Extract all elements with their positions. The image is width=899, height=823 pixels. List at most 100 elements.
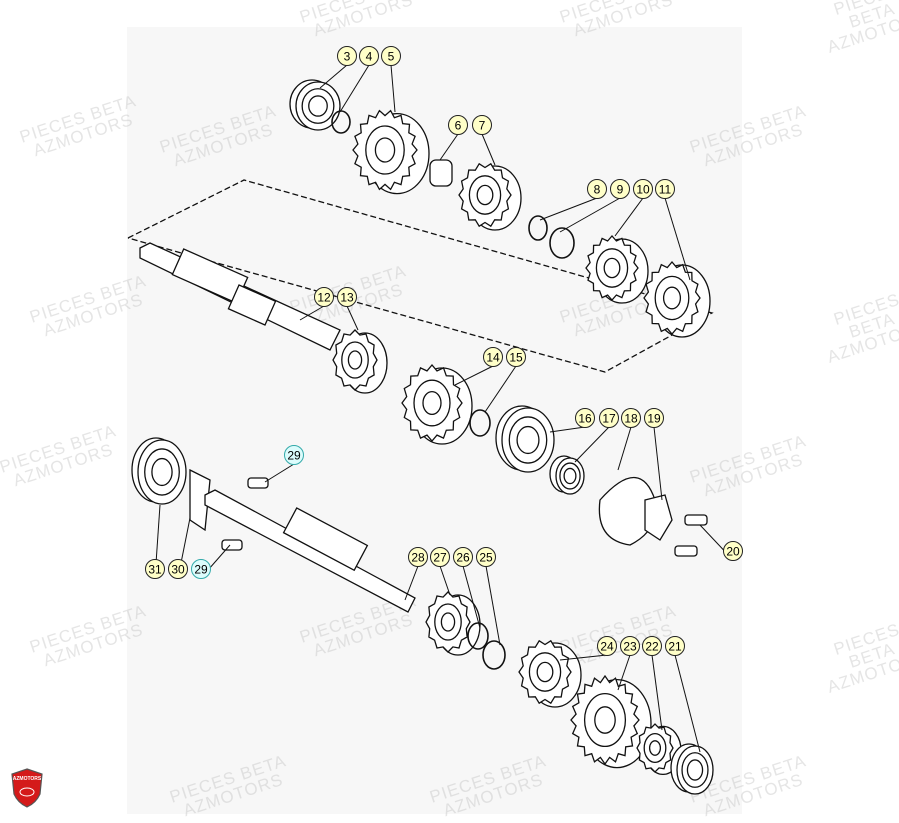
callout-circle xyxy=(191,559,211,579)
dashed-shaft-outline xyxy=(127,179,714,373)
callout-22[interactable]: 22 xyxy=(642,636,662,656)
callout-12[interactable]: 12 xyxy=(314,287,334,307)
callout-19[interactable]: 19 xyxy=(644,408,664,428)
callout-label: 28 xyxy=(411,551,425,565)
gear-bore xyxy=(536,661,554,683)
callout-label: 27 xyxy=(433,551,447,565)
callout-label: 18 xyxy=(624,412,638,426)
gear-14 xyxy=(401,363,473,445)
leader-line xyxy=(481,133,496,166)
callout-circle xyxy=(506,347,526,367)
callout-circle xyxy=(655,179,675,199)
callout-30[interactable]: 30 xyxy=(168,559,188,579)
callout-31[interactable]: 31 xyxy=(145,559,165,579)
leader-line xyxy=(462,565,481,629)
azmotors-logo: AZMOTORS xyxy=(11,768,43,808)
callout-6[interactable]: 6 xyxy=(448,115,468,135)
callout-circle xyxy=(145,559,165,579)
leader-line xyxy=(319,64,348,89)
callout-28[interactable]: 28 xyxy=(408,547,428,567)
leader-line xyxy=(617,426,632,471)
callout-16[interactable]: 16 xyxy=(575,408,595,428)
callout-label: 11 xyxy=(659,183,672,197)
callout-label: 30 xyxy=(171,563,185,577)
callout-label: 10 xyxy=(636,183,650,197)
callout-29[interactable]: 29 xyxy=(191,559,211,579)
callout-label: 19 xyxy=(647,412,661,426)
callout-10[interactable]: 10 xyxy=(633,179,653,199)
countershaft-splines xyxy=(282,507,369,572)
callout-21[interactable]: 21 xyxy=(665,636,685,656)
callout-13[interactable]: 13 xyxy=(337,287,357,307)
callout-17[interactable]: 17 xyxy=(599,408,619,428)
callout-20[interactable]: 20 xyxy=(723,541,743,561)
callout-5[interactable]: 5 xyxy=(381,46,401,66)
callout-label: 15 xyxy=(509,351,523,365)
callout-label: 4 xyxy=(366,50,373,64)
gear-bore xyxy=(440,612,456,632)
leader-line xyxy=(559,654,608,661)
gear-bore xyxy=(662,286,682,310)
callout-7[interactable]: 7 xyxy=(472,115,492,135)
callout-9[interactable]: 9 xyxy=(610,179,630,199)
bearing-31 xyxy=(131,437,187,505)
callout-circle xyxy=(642,636,662,656)
callout-circle xyxy=(621,408,641,428)
gear-bore xyxy=(374,137,396,163)
callout-label: 14 xyxy=(486,351,500,365)
callout-25[interactable]: 25 xyxy=(476,547,496,567)
callout-circle xyxy=(314,287,334,307)
callout-14[interactable]: 14 xyxy=(483,347,503,367)
gear-5 xyxy=(352,109,430,195)
leader-line xyxy=(614,197,644,237)
callout-label: 29 xyxy=(287,449,301,463)
leader-line xyxy=(653,426,663,501)
leader-line xyxy=(617,654,631,691)
circlip-25 xyxy=(482,640,506,670)
callout-label: 3 xyxy=(344,50,351,64)
callout-label: 16 xyxy=(578,412,592,426)
callout-circle xyxy=(359,46,379,66)
gear-bore xyxy=(594,706,616,734)
screw-29b xyxy=(221,539,243,551)
screw-29a xyxy=(247,477,269,489)
callout-circle xyxy=(620,636,640,656)
callout-4[interactable]: 4 xyxy=(359,46,379,66)
callout-15[interactable]: 15 xyxy=(506,347,526,367)
bearing-16 xyxy=(495,405,555,473)
callout-circle xyxy=(472,115,492,135)
callout-label: 24 xyxy=(600,640,614,654)
callout-3[interactable]: 3 xyxy=(337,46,357,66)
callout-24[interactable]: 24 xyxy=(597,636,617,656)
callout-label: 23 xyxy=(623,640,637,654)
leader-line xyxy=(549,426,586,433)
gear-bore xyxy=(648,740,662,756)
bolt-20a xyxy=(684,514,708,526)
leader-line xyxy=(454,365,494,386)
callout-23[interactable]: 23 xyxy=(620,636,640,656)
gear-bore xyxy=(347,350,363,370)
callout-circle xyxy=(408,547,428,567)
callout-8[interactable]: 8 xyxy=(587,179,607,199)
callout-11[interactable]: 11 xyxy=(655,179,675,199)
lock-plate-19 xyxy=(644,494,673,541)
callout-circle xyxy=(599,408,619,428)
leader-line xyxy=(439,565,451,596)
callout-18[interactable]: 18 xyxy=(621,408,641,428)
callout-circle xyxy=(284,445,304,465)
callout-label: 31 xyxy=(148,563,162,577)
callout-label: 7 xyxy=(479,119,486,133)
callout-26[interactable]: 26 xyxy=(453,547,473,567)
callout-29[interactable]: 29 xyxy=(284,445,304,465)
callout-circle xyxy=(610,179,630,199)
callout-27[interactable]: 27 xyxy=(430,547,450,567)
bearing-inner xyxy=(308,95,328,117)
leader-line xyxy=(559,197,621,233)
leader-line xyxy=(664,197,691,281)
bearing-21 xyxy=(670,743,714,795)
callout-circle xyxy=(597,636,617,656)
leader-line xyxy=(439,133,459,161)
bearing-inner xyxy=(563,467,577,485)
callout-label: 22 xyxy=(645,640,659,654)
